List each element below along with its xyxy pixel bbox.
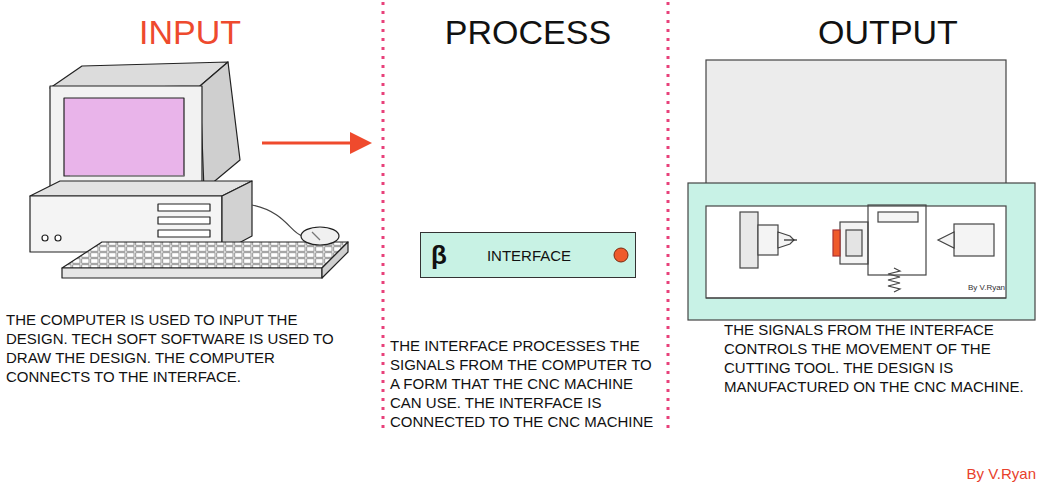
description-text: THE INTERFACE PROCESSES THE SIGNALS FROM… — [390, 336, 662, 431]
flow-arrow — [262, 132, 372, 154]
logo-text: β — [431, 240, 447, 271]
description-text: THE COMPUTER IS USED TO INPUT THE DESIGN… — [6, 310, 351, 386]
column-heading: OUTPUT — [790, 14, 986, 51]
divider-line — [382, 2, 385, 430]
description-text: THE SIGNALS FROM THE INTERFACE CONTROLS … — [724, 320, 1024, 396]
divider-line — [667, 2, 670, 430]
cnc-machine-illustration — [688, 60, 1035, 320]
watermark: By V.Ryan — [968, 284, 1004, 293]
box-label: INTERFACE — [487, 247, 571, 264]
computer-illustration — [30, 62, 348, 278]
credit-text: By V.Ryan — [950, 464, 1036, 483]
indicator-lamp — [612, 246, 630, 264]
column-heading: PROCESS — [420, 14, 636, 51]
column-heading: INPUT — [100, 14, 280, 51]
interface-box: β INTERFACE — [420, 232, 636, 278]
